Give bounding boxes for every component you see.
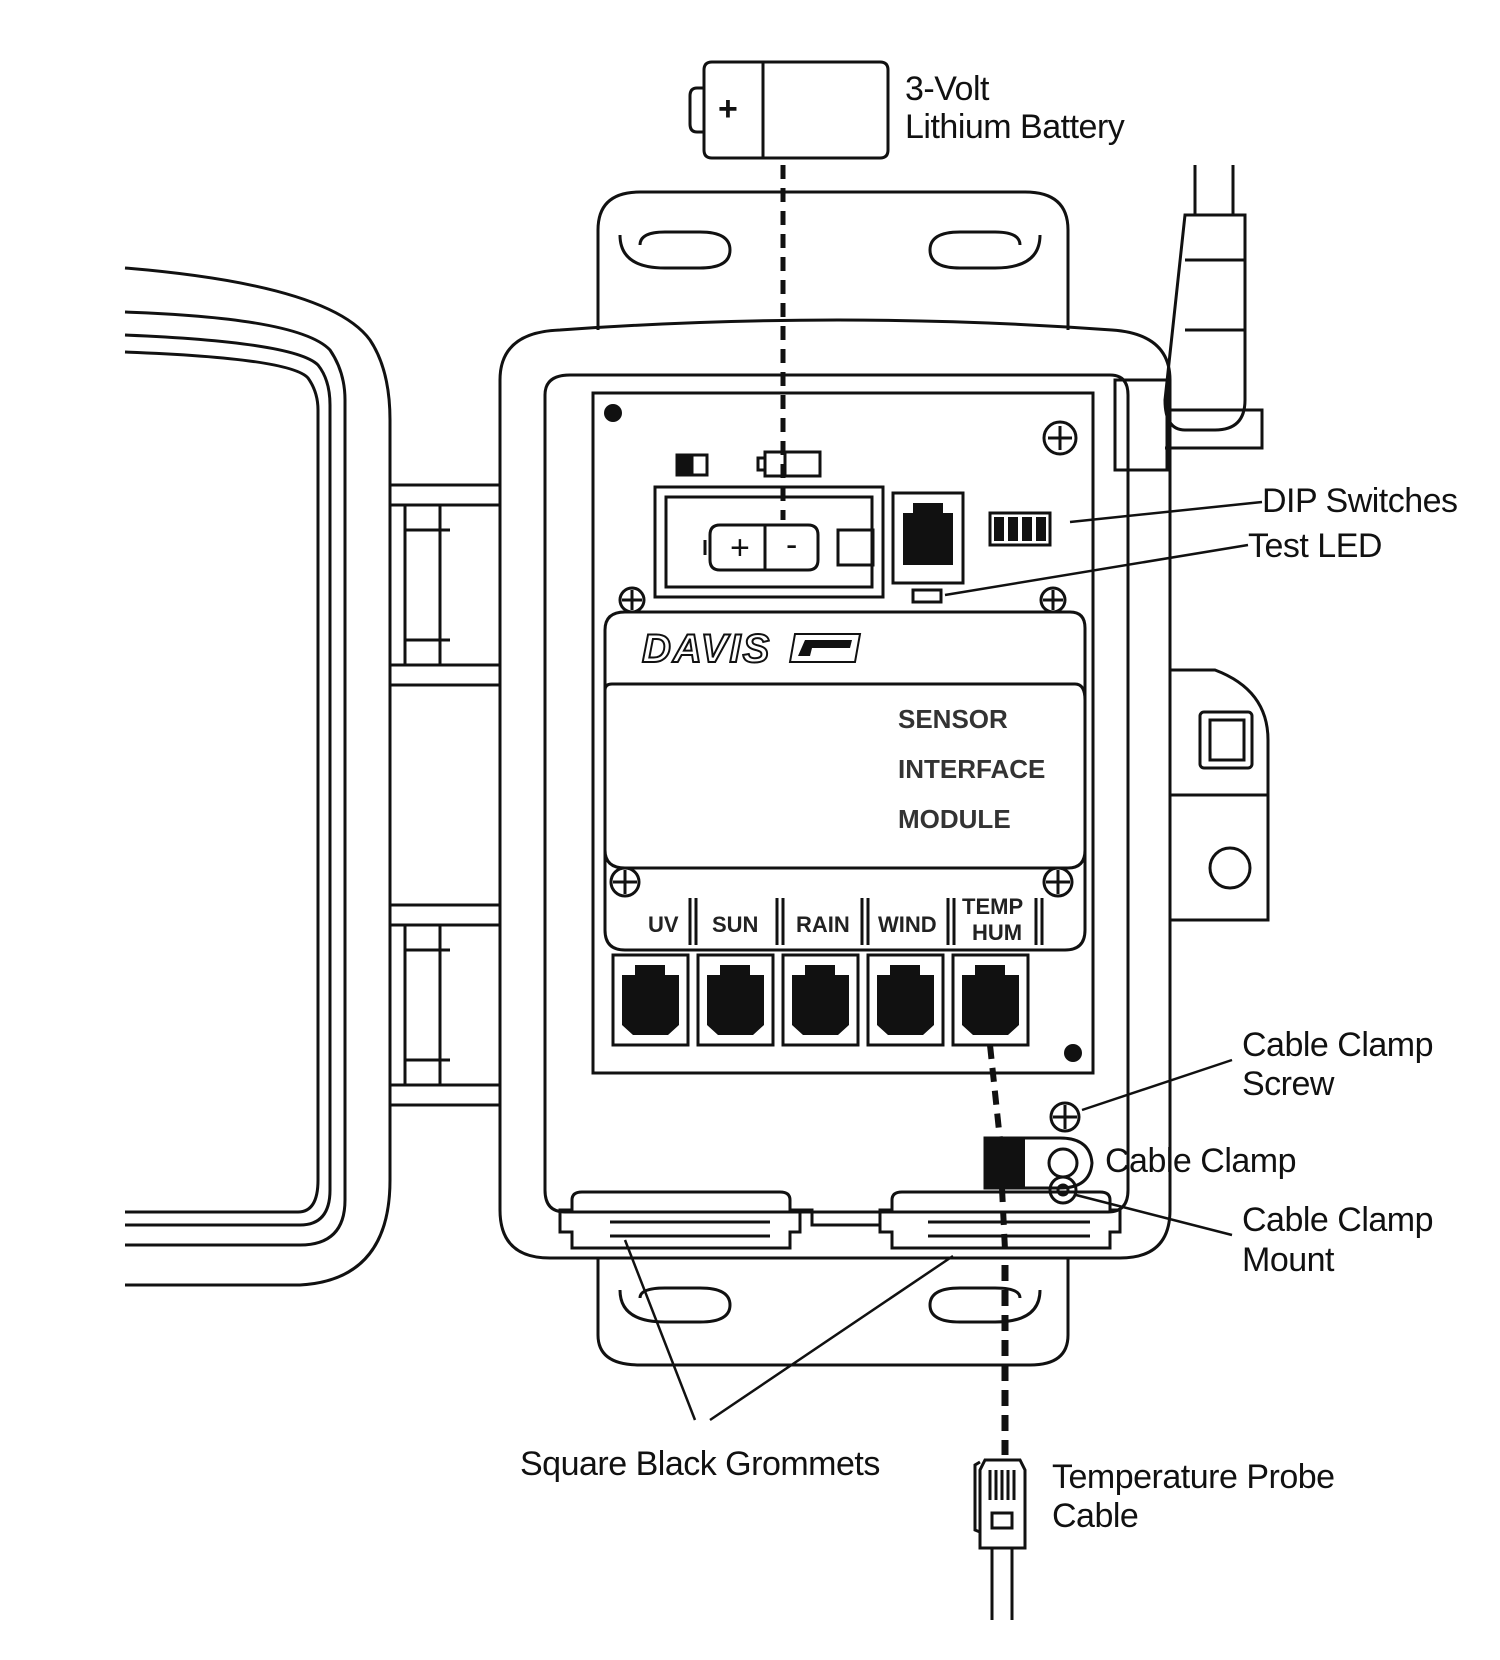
cable-clamp-mount-label-line1: Cable Clamp [1242,1201,1433,1239]
screw-icon [618,586,646,614]
antenna [1113,165,1264,472]
screw-icon [1042,420,1078,456]
sensor-port-rain[interactable] [781,953,860,1047]
grommet-right [878,1190,1122,1250]
grommets-label: Square Black Grommets [520,1445,880,1483]
cable-clamp-screw-label-line1: Cable Clamp [1242,1026,1433,1064]
board-hole-icon [604,404,622,422]
power-jumper-icon [675,453,709,477]
port-label-temp: TEMP [962,894,1023,919]
output-jack[interactable] [891,491,965,585]
port-label-sun: SUN [712,912,758,937]
holder-minus-sign: - [786,526,797,564]
screw-icon [609,866,641,898]
enclosure-body [498,318,1172,1260]
module-cover [603,610,1087,952]
hinge-top [388,483,502,687]
module-title-line1: SENSOR [898,704,1008,734]
hinge-bottom [388,903,502,1107]
test-led [911,588,943,604]
cable-path-middle [999,1187,1008,1251]
battery-holder [653,485,885,599]
battery-label-line1: 3-Volt [905,70,990,108]
temp-probe-label-line1: Temperature Probe [1052,1458,1335,1496]
dip-switches-label: DIP Switches [1262,482,1458,520]
temp-probe-label-line2: Cable [1052,1497,1138,1535]
module-title-line3: MODULE [898,804,1011,834]
dip-switches[interactable] [988,511,1052,547]
cable-clamp-mount-label-line2: Mount [1242,1241,1335,1279]
cable-clamp-screw[interactable] [1049,1101,1081,1133]
port-label-rain: RAIN [796,912,850,937]
board-hole-icon [1064,1044,1082,1062]
enclosure-door [124,266,392,1287]
lithium-battery-icon [688,60,890,160]
sensor-port-temp-hum[interactable] [951,953,1030,1047]
cable-path-upper [987,1044,1003,1141]
battery-plus-sign: + [718,90,737,128]
holder-plus-sign: + [730,529,749,567]
sensor-port-wind[interactable] [866,953,945,1047]
screw-icon [1039,586,1067,614]
cable-clamp-label: Cable Clamp [1105,1142,1296,1180]
port-label-hum: HUM [972,920,1022,945]
rj-plug-icon [973,1458,1027,1620]
side-bracket [1170,668,1270,922]
top-mounting-flange [596,190,1070,330]
callout-leaders [623,500,1263,1422]
bottom-mounting-flange [596,1258,1070,1367]
sensor-port-sun[interactable] [696,953,775,1047]
davis-logo-mark [788,633,862,663]
sensor-port-uv[interactable] [611,953,690,1047]
cable-clamp-mount [1048,1175,1078,1205]
screw-icon [1042,866,1074,898]
grommet-left [558,1190,802,1250]
small-battery-icon [756,450,822,478]
davis-logo: DAVIS [642,627,771,671]
test-led-label: Test LED [1248,527,1382,565]
module-title-line2: INTERFACE [898,754,1045,784]
port-label-dividers [688,898,1044,945]
circuit-board [591,391,1095,1075]
cable-clamp[interactable] [983,1136,1094,1190]
battery-label-line2: Lithium Battery [905,108,1125,146]
cable-clamp-screw-label-line2: Screw [1242,1065,1335,1103]
port-label-uv: UV [648,912,679,937]
port-label-wind: WIND [878,912,937,937]
